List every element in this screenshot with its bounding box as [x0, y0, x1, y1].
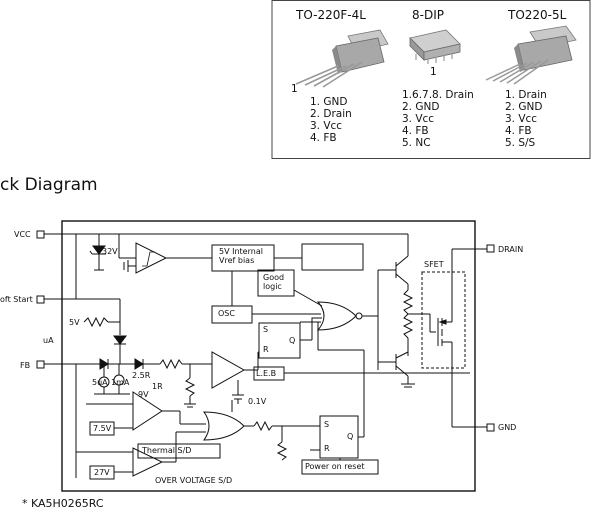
pin-item: 2. Drain	[310, 108, 352, 120]
pin-item: 4. FB	[505, 125, 532, 137]
v01-label: 0.1V	[248, 397, 267, 406]
pin-item: 2. GND	[402, 101, 440, 113]
sfet-box	[421, 271, 466, 369]
or-gate	[203, 411, 245, 441]
pin-list-to220f-4l: 1. GND 2. Drain 3. Vcc 4. FB	[310, 96, 352, 144]
aux-block	[301, 243, 364, 271]
pin-item: 4. FB	[310, 132, 337, 144]
pin-item: 3. Vcc	[310, 120, 343, 132]
pin-item: 5. S/S	[505, 137, 536, 149]
good-logic-label: Good logic	[263, 273, 285, 291]
v75-label: 7.5V	[93, 424, 112, 433]
sr1-r-label: R	[263, 345, 269, 354]
ua-label: uA	[43, 336, 54, 345]
i1ma-label: 1mA	[111, 378, 130, 387]
i5ua-label: 5uA	[92, 378, 108, 387]
gnd-pin	[486, 423, 495, 432]
package-title-to220-5l: TO220-5L	[508, 8, 567, 22]
sr2-r-label: R	[324, 444, 330, 453]
pin1-marker-to220f-4l: 1	[291, 83, 298, 95]
package-title-to220f-4l: TO-220F-4L	[296, 8, 366, 22]
pin1-marker-8dip: 1	[430, 66, 437, 78]
power-on-reset-label: Power on reset	[305, 462, 365, 471]
pin-list-8dip: 1.6.7.8. Drain 2. GND 3. Vcc 4. FB 5. NC	[402, 89, 474, 149]
fb-pin	[36, 360, 45, 369]
vcc-pin	[36, 230, 45, 239]
r1-label: 1R	[152, 382, 163, 391]
drain-pin	[486, 244, 495, 253]
pin-item: 4. FB	[402, 125, 429, 137]
thermal-label: Thermal S/D	[142, 446, 192, 455]
package-title-8dip: 8-DIP	[412, 8, 444, 22]
footnote: * KA5H0265RC	[22, 497, 104, 510]
sr2-q-label: Q	[347, 432, 354, 441]
pin-item: 1. Drain	[505, 89, 547, 101]
v32-label: 32V	[102, 247, 118, 256]
pin-item: 3. Vcc	[505, 113, 538, 125]
leb-label: L.E.B	[256, 369, 277, 378]
nor-gate	[316, 301, 357, 331]
vcc-pin-label: VCC	[14, 230, 31, 239]
section-title: ck Diagram	[0, 175, 98, 195]
osc-label: OSC	[218, 309, 235, 318]
pwm-comparator	[211, 351, 246, 389]
pin-item: 3. Vcc	[402, 113, 435, 125]
dip8-package-icon	[409, 29, 461, 64]
r25-label: 2.5R	[132, 371, 151, 380]
sr2-s-label: S	[324, 420, 330, 429]
v5-label: 5V	[69, 318, 80, 327]
v9-label: 9V	[138, 390, 149, 399]
pin-item: 2. GND	[505, 101, 543, 113]
gnd-pin-label: GND	[498, 423, 517, 432]
pin-item: 5. NC	[402, 137, 431, 149]
drain-pin-label: DRAIN	[498, 245, 524, 254]
pin-item: 1. GND	[310, 96, 348, 108]
thermal-block	[137, 443, 221, 459]
sr1-s-label: S	[263, 325, 269, 334]
good-logic-block	[257, 269, 295, 297]
to220f-4l-package-icon	[295, 29, 389, 88]
sfet-label: SFET	[424, 260, 444, 269]
pin-list-to220-5l: 1. Drain 2. GND 3. Vcc 4. FB 5. S/S	[505, 89, 547, 149]
chip-outline	[61, 220, 476, 492]
to220-5l-package-icon	[485, 25, 577, 85]
pin-item: 1.6.7.8. Drain	[402, 89, 474, 101]
vref-block-label: 5V Internal Vref bias	[219, 247, 263, 265]
ovp-label: OVER VOLTAGE S/D	[155, 476, 233, 485]
fb-pin-label: FB	[20, 361, 31, 370]
soft-start-pin-label: oft Start	[0, 295, 33, 304]
package-table-border	[271, 0, 591, 159]
soft-start-pin	[36, 295, 45, 304]
sr1-q-label: Q	[289, 336, 296, 345]
v27-label: 27V	[94, 468, 110, 477]
